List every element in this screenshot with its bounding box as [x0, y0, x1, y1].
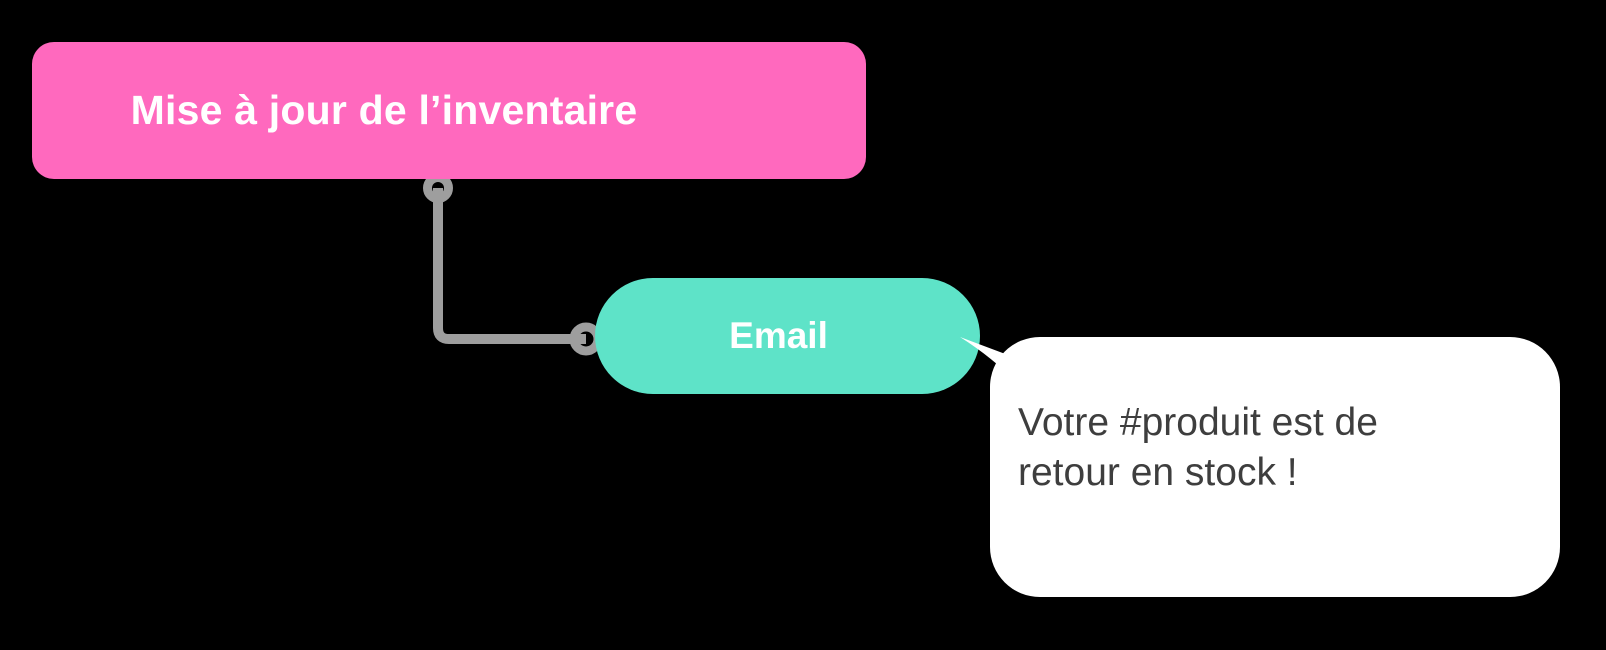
connector-source-port-icon[interactable]: [423, 173, 453, 203]
message-line-1: Votre #produit est de: [1018, 401, 1378, 444]
message-line-2: retour en stock !: [1018, 451, 1298, 494]
action-node-label: Email: [729, 315, 828, 356]
trigger-node[interactable]: Mise à jour de l’inventaire: [32, 42, 866, 179]
message-bubble-text: Votre #produit est de retour en stock !: [1018, 398, 1488, 498]
trigger-node-label: Mise à jour de l’inventaire: [130, 87, 638, 133]
connector-elbow-line: [433, 188, 586, 344]
action-node-email[interactable]: Email: [595, 278, 980, 394]
message-bubble[interactable]: Votre #produit est de retour en stock !: [950, 330, 1570, 610]
